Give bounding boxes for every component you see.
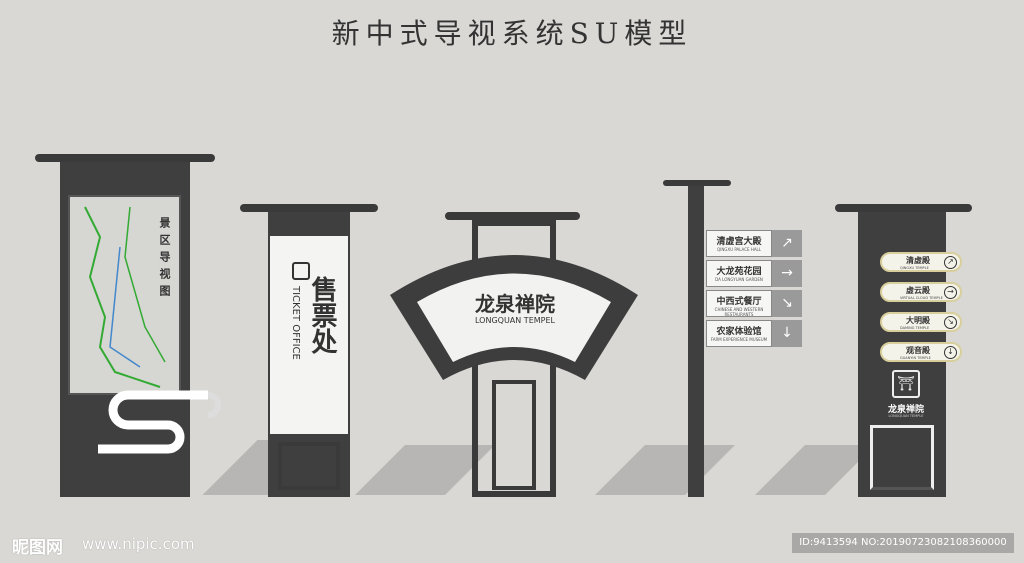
item-en: DA LONGYUAN GARDEN: [715, 277, 763, 282]
item-cn: 农家体验馆: [716, 327, 762, 337]
lattice: [492, 380, 536, 490]
shadow: [755, 445, 875, 495]
cloud-scroll-ornament: [98, 390, 221, 454]
arrow-icon: →: [772, 260, 802, 287]
ticket-en: TICKET OFFICE: [290, 286, 301, 360]
watermark-logo: 昵图网: [12, 538, 63, 558]
item-en: VIRTUAL CLOUD TEMPLE: [900, 296, 943, 300]
fan-panel: [390, 255, 638, 380]
item-en: DAMING TEMPLE: [900, 326, 930, 330]
arrow-icon: ↗: [944, 256, 957, 269]
map-heading: 景区导视图: [158, 217, 171, 302]
gate-en: LONGQUAN TEMPEL: [475, 316, 555, 325]
ticket-icon: [292, 262, 310, 280]
map-routes: [84, 206, 166, 388]
arrow-icon: ↘: [944, 316, 957, 329]
roof: [835, 204, 972, 212]
item-en: CHINESE AND WESTERN RESTAURANTS: [714, 307, 764, 317]
item-cn: 清虚宫大殿: [716, 237, 762, 247]
arrow-icon: ↓: [772, 320, 802, 347]
ticket-panel: TICKET OFFICE 售票处: [270, 236, 348, 434]
logo-en: LONGQUAN TEMPLE: [888, 414, 924, 418]
logo-cn: 龙泉禅院: [887, 405, 924, 415]
shadow: [595, 445, 735, 495]
item-cn: 中西式餐厅: [716, 297, 762, 307]
pole: [688, 186, 704, 497]
item-en: GUANYIN TEMPLE: [900, 356, 931, 360]
roof: [663, 180, 731, 186]
lattice: [870, 425, 934, 490]
item-cn: 观音殿: [906, 346, 930, 355]
arrow-icon: →: [944, 286, 957, 299]
item-en: QINGXU TEMPLE: [900, 266, 929, 270]
watermark-url: www.nipic.com: [82, 535, 195, 553]
item-cn: 清虚殿: [906, 256, 930, 265]
ticket-cn: 售票处: [307, 276, 337, 354]
temple-logo-icon: ⛩: [892, 370, 920, 398]
item-cn: 大明殿: [906, 316, 930, 325]
item-cn: 虚云殿: [906, 286, 930, 295]
lattice: [278, 442, 340, 490]
roof: [445, 212, 580, 220]
roof: [240, 204, 378, 212]
item-cn: 大龙苑花园: [716, 267, 762, 277]
roof: [35, 154, 215, 162]
arrow-icon: ↘: [772, 290, 802, 317]
map-panel: 景区导视图: [68, 195, 181, 395]
arrow-icon: ↗: [772, 230, 802, 257]
gate-cn: 龙泉禅院: [475, 292, 555, 316]
item-en: QINGXU PALACE HALL: [716, 247, 762, 252]
watermark-id: ID:9413594 NO:20190723082108360000: [792, 533, 1014, 553]
page-title: 新中式导视系统SU模型: [331, 17, 693, 50]
item-en: FARM EXPERIENCE MUSEUM: [710, 337, 768, 342]
arrow-icon: ↓: [944, 346, 957, 359]
